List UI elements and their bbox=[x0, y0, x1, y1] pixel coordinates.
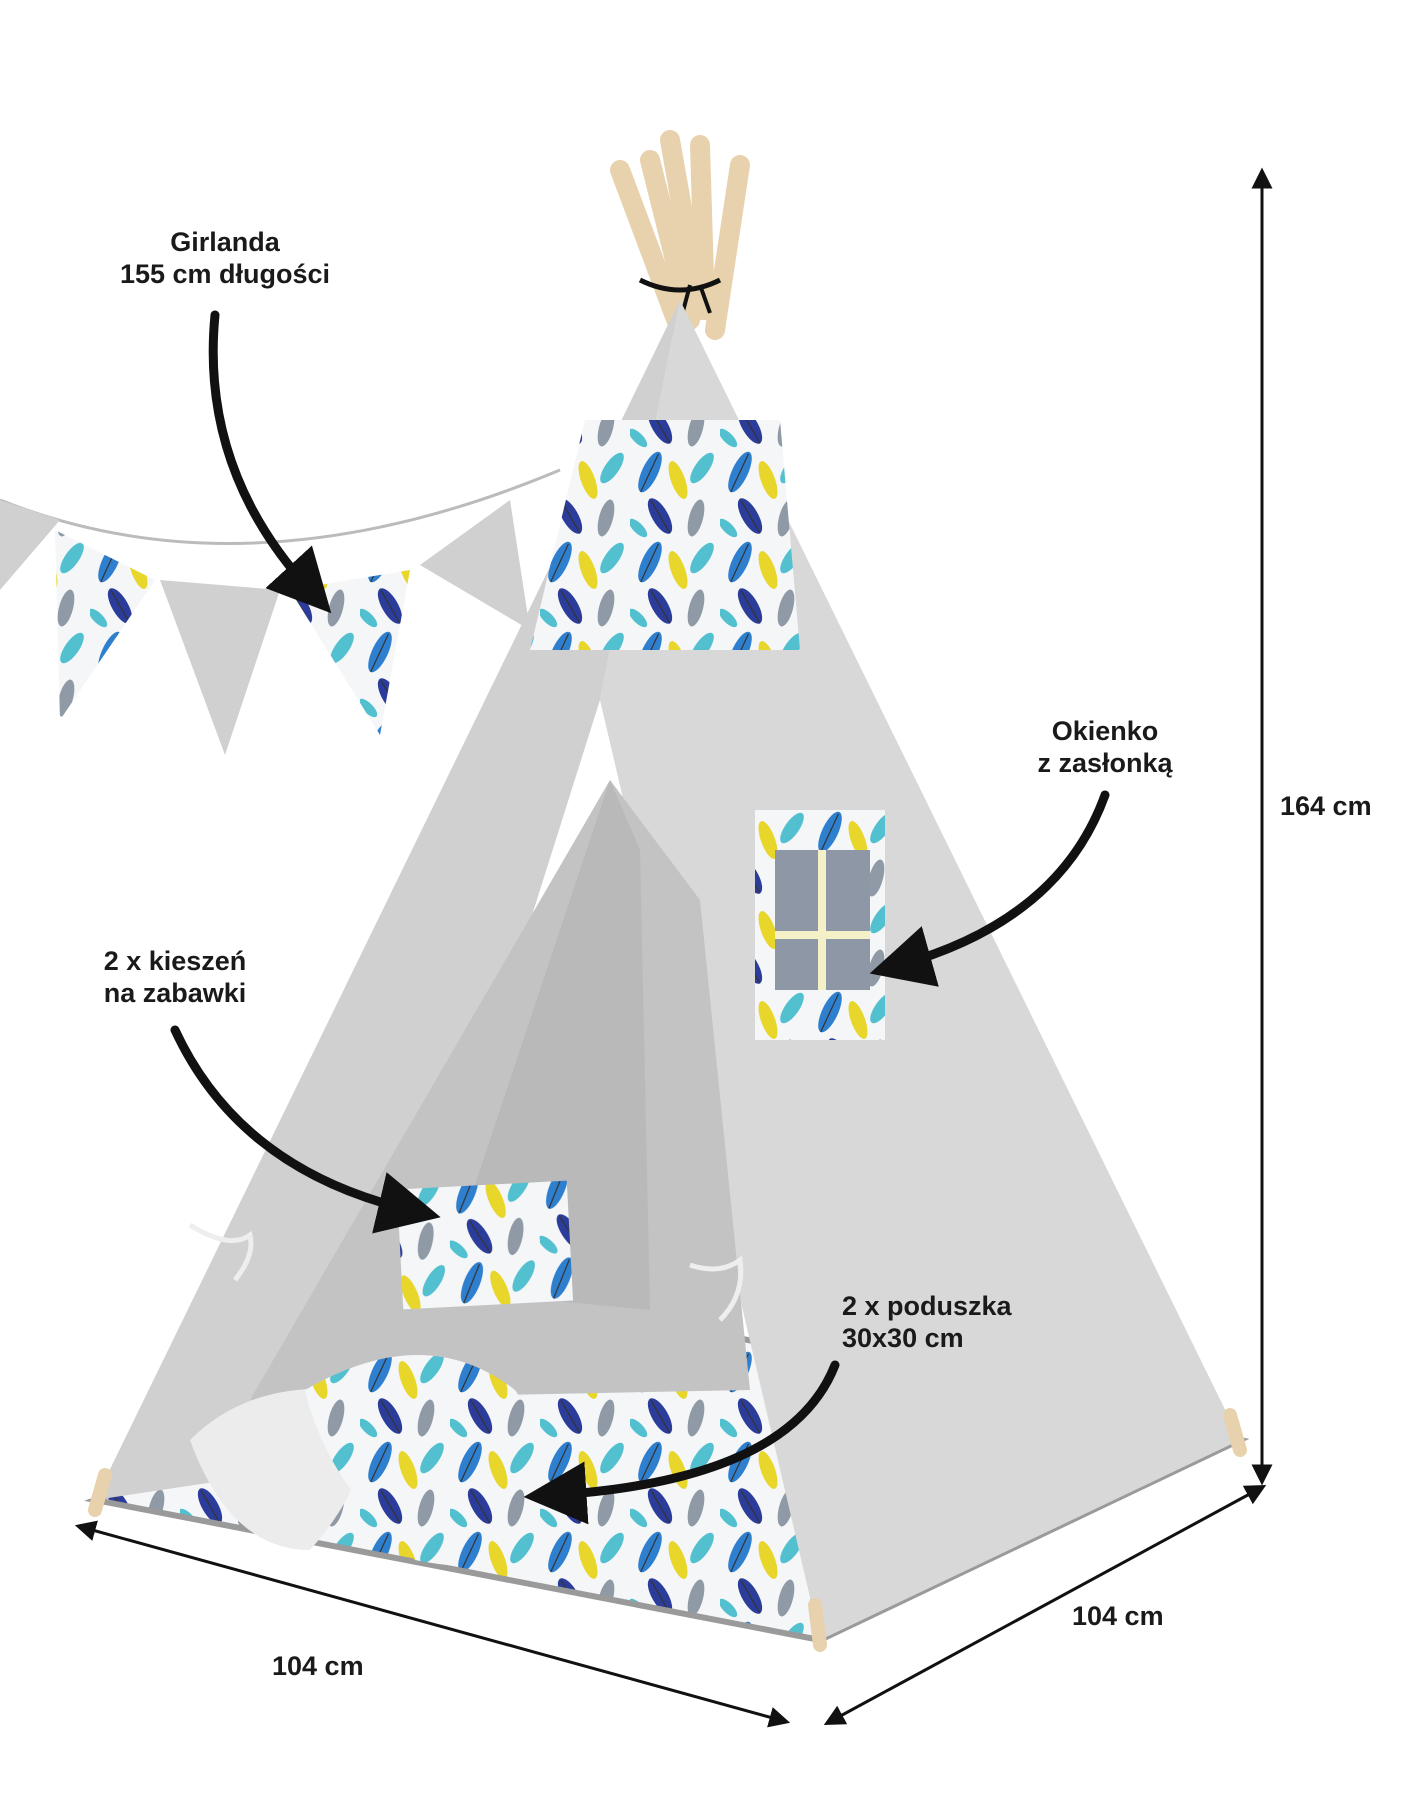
depth-label: 104 cm bbox=[1072, 1601, 1164, 1631]
callout-arrows bbox=[170, 310, 1110, 1525]
garland-label-line1: Girlanda bbox=[170, 227, 280, 257]
curtain-tie-right bbox=[689, 1255, 744, 1322]
height-label: 164 cm bbox=[1280, 791, 1372, 821]
pole-feet bbox=[88, 1408, 1247, 1652]
width-label: 104 cm bbox=[272, 1651, 364, 1681]
pillows bbox=[190, 1355, 579, 1567]
window-label-line1: Okienko bbox=[1051, 716, 1159, 746]
curtain-tie-left bbox=[188, 1222, 254, 1282]
depth-dimension-line bbox=[823, 1484, 1267, 1726]
tent-left-panel bbox=[95, 300, 680, 1500]
pockets-label-line1: 2 x kieszeń bbox=[103, 946, 247, 976]
pillows-label-line1: 2 x poduszka bbox=[842, 1291, 1012, 1321]
garland bbox=[0, 468, 561, 755]
tent-inner-wall bbox=[440, 780, 650, 1310]
pockets-label: 2 x kieszeń na zabawki bbox=[80, 945, 270, 1009]
window-arrow bbox=[869, 790, 1110, 987]
window-label-line2: z zasłonką bbox=[1037, 748, 1173, 778]
dimension-lines bbox=[74, 167, 1273, 1728]
pockets-arrow bbox=[170, 1025, 441, 1234]
pillows-arrow bbox=[523, 1360, 840, 1525]
window bbox=[755, 810, 885, 1040]
pockets-label-line2: na zabawki bbox=[103, 978, 247, 1008]
garland-label: Girlanda 155 cm długości bbox=[100, 226, 350, 290]
window-label: Okienko z zasłonką bbox=[1015, 715, 1195, 779]
toy-pocket bbox=[396, 1180, 574, 1310]
garland-label-line2: 155 cm długości bbox=[119, 259, 331, 289]
garland-arrow bbox=[208, 310, 332, 614]
pillows-label: 2 x poduszka 30x30 cm bbox=[842, 1290, 1062, 1354]
width-dimension-line bbox=[74, 1520, 791, 1728]
wooden-poles bbox=[610, 130, 750, 340]
pillows-label-line2: 30x30 cm bbox=[842, 1323, 964, 1353]
top-feather-band bbox=[530, 420, 800, 650]
